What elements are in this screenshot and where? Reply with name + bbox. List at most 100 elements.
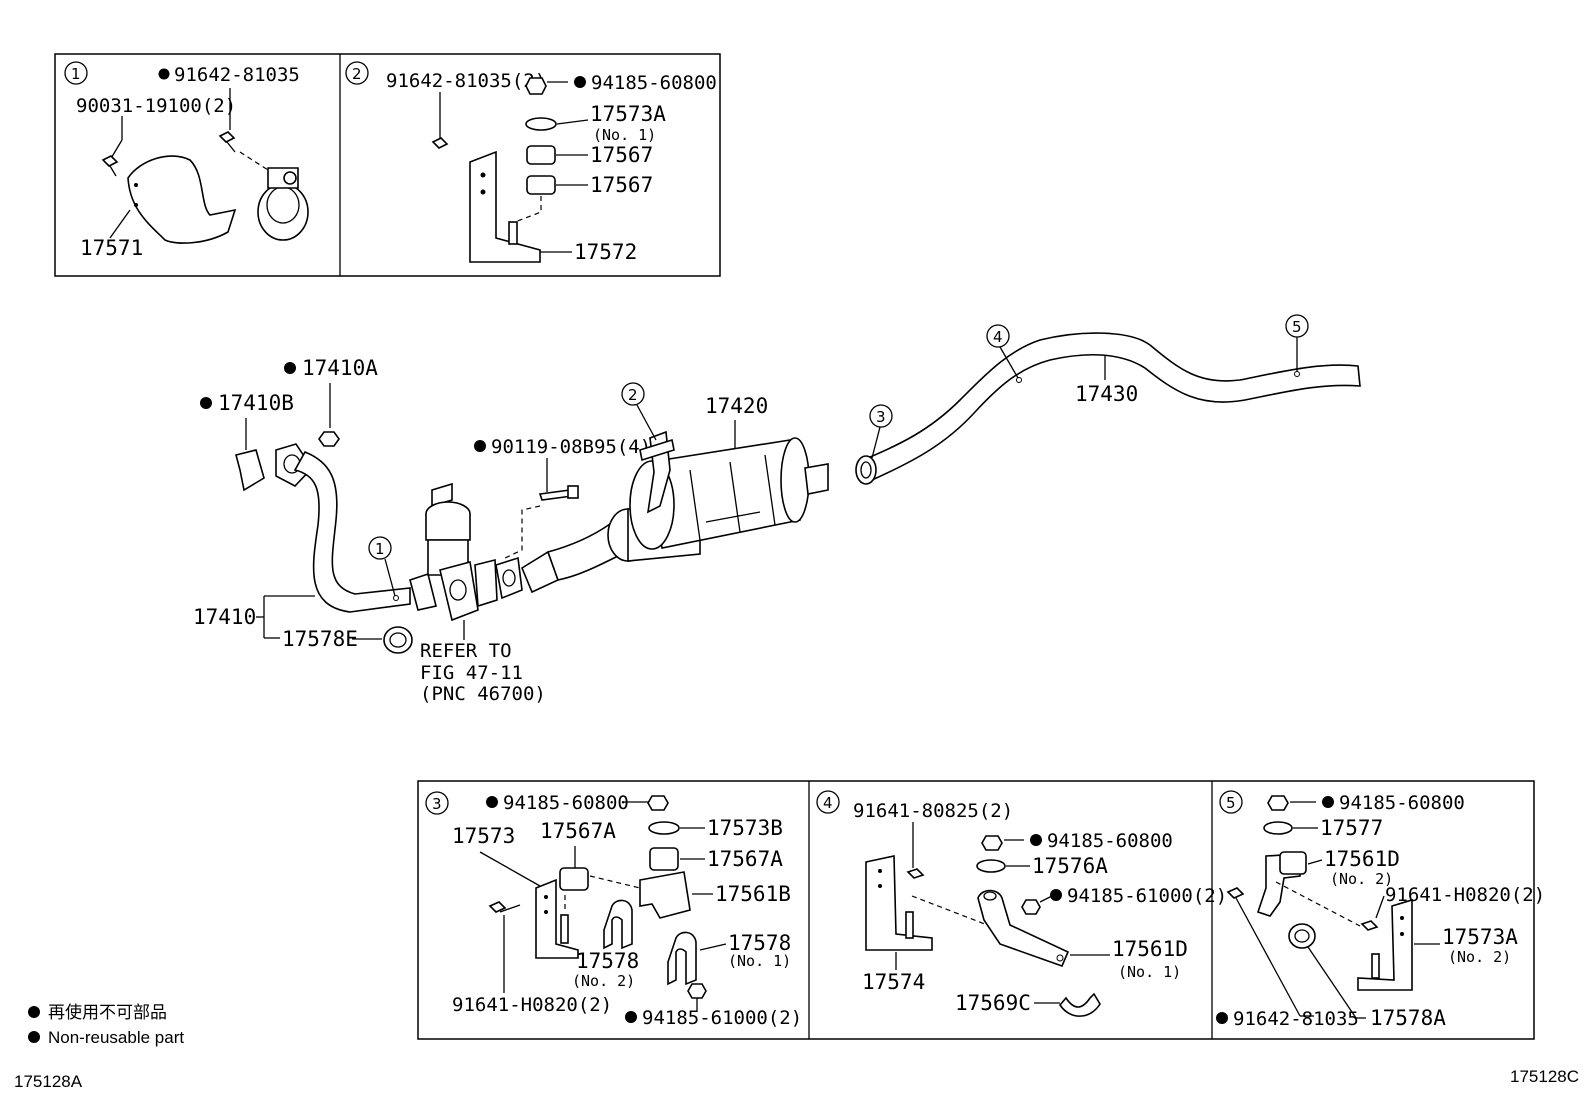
callout-number: 5	[1292, 318, 1302, 336]
callout-circle	[345, 61, 369, 85]
part-number-label: 90031-19100(2)	[76, 95, 236, 117]
callout-number: 2	[628, 386, 638, 404]
part-number-label: 91641-80825(2)	[853, 800, 1013, 822]
refer-text: (PNC 46700)	[420, 683, 546, 705]
part-number-label: 17569C	[955, 991, 1031, 1015]
callout-circle	[869, 404, 893, 428]
washer-icon	[648, 821, 680, 835]
non-reusable-dot	[1322, 796, 1334, 808]
cushion-icon	[559, 867, 589, 891]
legend-en: Non-reusable part	[48, 1028, 184, 1047]
clamp-half-no1	[667, 931, 697, 986]
pipe-clamp	[257, 183, 309, 241]
part-number-sub: (No. 2)	[572, 972, 635, 990]
callout-number: 3	[432, 795, 442, 813]
inset-3: 3 94185-60800 17573 17567A 17573B 17567A…	[425, 791, 802, 1029]
callout-circle	[1219, 790, 1243, 814]
part-number-label: 91642-81035	[174, 64, 300, 86]
non-reusable-dot	[158, 68, 170, 80]
bracket-17573	[535, 878, 579, 959]
tail-pipe-17430	[856, 332, 1361, 481]
part-number-label: 17573	[452, 824, 515, 848]
nut-icon	[647, 795, 669, 811]
part-number-sub: (No. 1)	[1118, 963, 1181, 981]
washer-icon	[525, 117, 557, 131]
clamp-half-no2	[603, 899, 633, 950]
nut-icon	[525, 77, 547, 95]
callout-circle	[816, 790, 840, 814]
non-reusable-dot	[1050, 889, 1062, 901]
main-exhaust-assembly: 17410A 17410B 1 17410 17578E	[193, 314, 1361, 705]
part-number-label: 17574	[862, 970, 925, 994]
part-number-label: 94185-61000(2)	[642, 1007, 802, 1029]
callout-number: 3	[876, 408, 886, 426]
bolt-icon	[1226, 887, 1245, 899]
part-number-label: 17577	[1320, 816, 1383, 840]
flange-icon	[439, 561, 479, 622]
part-number-label: 94185-60800	[1339, 792, 1465, 814]
non-reusable-dot	[625, 1011, 637, 1023]
clamp-icon	[1288, 923, 1316, 949]
part-number-label: 17573A	[1442, 925, 1518, 949]
bracket-17561D	[977, 889, 1070, 968]
part-number-label: 17410A	[302, 356, 378, 380]
part-number-label: 17571	[80, 236, 143, 260]
non-reusable-dot	[1216, 1012, 1228, 1024]
part-number-sub: (No. 1)	[728, 952, 791, 970]
bolt-icon	[488, 901, 507, 913]
nut-icon	[1021, 899, 1041, 915]
part-number-label: 17576A	[1032, 854, 1108, 878]
hanger-strap	[1058, 992, 1101, 1017]
washer-icon	[976, 859, 1006, 873]
callout-circle	[64, 61, 88, 85]
gasket-icon	[235, 449, 265, 492]
part-number-label: 17572	[574, 240, 637, 264]
part-number-label: 17578	[576, 949, 639, 973]
inset-1: 1 91642-81035 90031-19100(2) 17571	[64, 61, 309, 260]
non-reusable-dot	[486, 796, 498, 808]
bolt-icon	[431, 137, 449, 149]
callout-circle	[621, 382, 645, 406]
refer-text: REFER TO	[420, 640, 512, 662]
non-reusable-dot	[474, 440, 486, 452]
figure-code-left: 175128A	[14, 1072, 83, 1091]
part-number-label: 90119-08B95(4)	[491, 436, 651, 458]
callout-number: 2	[352, 65, 362, 83]
part-number-label: 17561D	[1112, 937, 1188, 961]
part-number-label: 17410B	[218, 391, 294, 415]
pipe-end	[855, 455, 877, 485]
part-number-label: 17561D	[1324, 847, 1400, 871]
part-number-label: 17567A	[540, 819, 616, 843]
part-number-label: 17561B	[715, 882, 791, 906]
inset-bottom-frame	[417, 780, 1535, 1040]
part-number-label: 17578A	[1370, 1006, 1446, 1030]
part-number-label: 17578	[728, 931, 791, 955]
bracket-17573A-no2	[1357, 898, 1413, 991]
callout-number: 1	[375, 540, 385, 558]
bolt-icon	[906, 868, 925, 879]
part-number-label: 17567	[590, 173, 653, 197]
heat-shield	[127, 155, 237, 244]
gasket-icon	[495, 556, 523, 600]
bolt-icon	[101, 155, 119, 167]
part-number-label: 94185-60800	[1047, 830, 1173, 852]
callout-number: 4	[993, 328, 1003, 346]
callout-circle	[986, 324, 1010, 348]
callout-circle	[425, 791, 449, 815]
part-number-label: 94185-61000(2)	[1067, 885, 1227, 907]
clamp-icon	[383, 626, 413, 654]
nut-icon	[687, 983, 707, 999]
cushion-icon	[526, 175, 556, 195]
callout-number: 1	[71, 65, 81, 83]
part-number-sub: (No. 1)	[593, 126, 656, 144]
non-reusable-dot	[200, 397, 212, 409]
bracket-17572	[469, 150, 541, 263]
inset-5: 5 94185-60800 17577 17561D (No. 2) 91641…	[1216, 790, 1545, 1030]
legend-dot	[28, 1006, 40, 1018]
part-number-label: 91641-H0820(2)	[452, 994, 612, 1016]
inset-top-frame	[54, 53, 721, 277]
inset-2: 2 91642-81035(2) 94185-60800 17573A (No.…	[345, 61, 717, 264]
refer-text: FIG 47-11	[420, 662, 523, 684]
cushion-icon	[526, 145, 556, 165]
